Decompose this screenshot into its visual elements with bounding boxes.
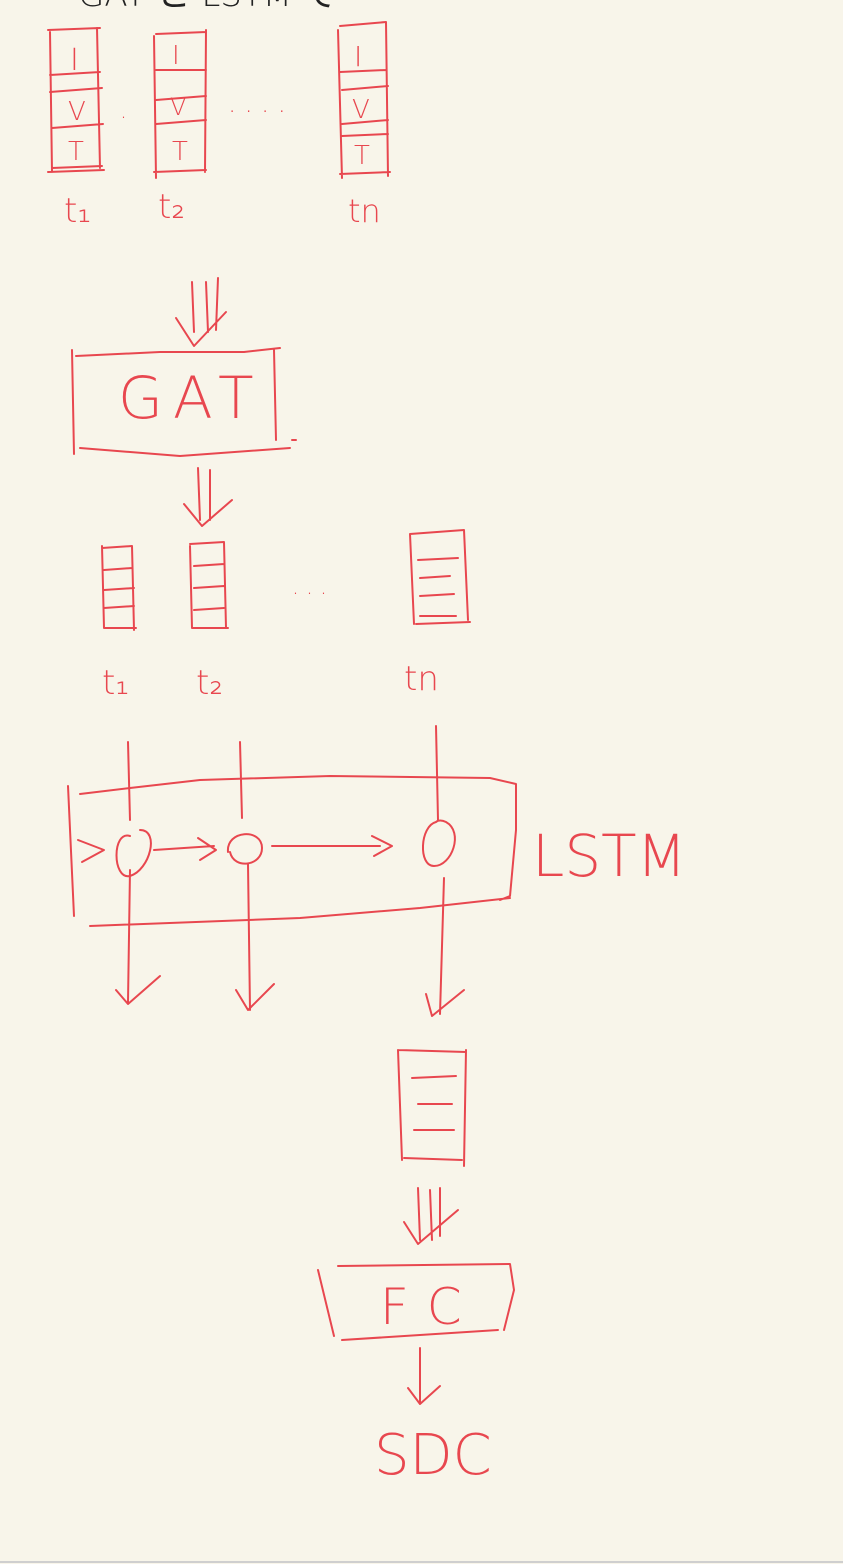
input-cell-t: T xyxy=(354,141,370,171)
lstm-label: LSTM xyxy=(532,822,687,890)
arrow-to-gat-icon xyxy=(175,277,227,347)
lstm-block: LSTM xyxy=(67,725,687,1017)
embedding-time-label-t1: t₁ xyxy=(102,663,129,703)
input-cell-i: I xyxy=(70,43,79,78)
input-cell-t: T xyxy=(68,137,84,167)
header-text: GAT と LSTM で xyxy=(78,0,337,15)
input-cell-t: T xyxy=(172,137,188,167)
input-stack-tn: I V T tn xyxy=(337,21,391,230)
fc-box: FC xyxy=(317,1263,515,1341)
fc-label: FC xyxy=(380,1278,480,1336)
gat-box: GAT xyxy=(71,347,297,457)
header-label: GAT と LSTM で xyxy=(78,0,337,15)
input-time-label-t2: t₂ xyxy=(158,187,185,227)
input-cell-v: V xyxy=(170,93,186,121)
embedding-time-label-tn: tn xyxy=(404,659,439,699)
input-stack-t1: I V T t₁ xyxy=(47,27,105,231)
input-ellipsis: . . . . xyxy=(228,89,286,119)
embedding-stack-t2: t₂ xyxy=(189,541,229,703)
input-time-label-tn: tn xyxy=(348,192,381,230)
final-embedding-stack xyxy=(397,1049,467,1167)
input-cell-i: I xyxy=(354,40,362,73)
arrow-from-gat-icon xyxy=(183,467,233,527)
gat-label: GAT xyxy=(118,364,264,432)
input-stack-t2: I V T t₂ xyxy=(153,29,207,227)
input-time-label-t1: t₁ xyxy=(64,191,91,231)
embedding-time-label-t2: t₂ xyxy=(196,663,223,703)
input-cell-i: I xyxy=(172,41,180,71)
arrow-to-output-icon xyxy=(407,1347,441,1405)
input-separator-dot: . xyxy=(120,99,127,124)
embedding-stack-t1: t₁ xyxy=(101,545,137,703)
embedding-ellipsis: . . . xyxy=(292,575,327,600)
output-label: SDC xyxy=(374,1423,492,1488)
arrow-to-fc-icon xyxy=(403,1187,459,1245)
input-cell-v: V xyxy=(352,95,370,125)
embedding-stack-tn: tn xyxy=(404,529,471,699)
input-cell-v: V xyxy=(68,97,86,127)
